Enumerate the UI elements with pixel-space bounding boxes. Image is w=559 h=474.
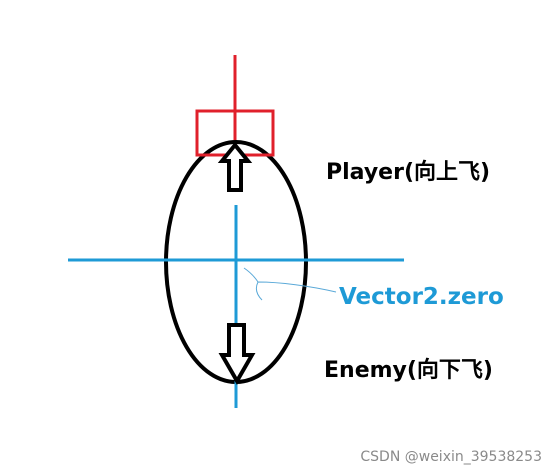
arrow-up-icon [217, 141, 253, 192]
watermark: CSDN @weixin_39538253 [360, 449, 542, 465]
enemy-label: Enemy(向下飞) [324, 358, 493, 383]
arrow-down-icon [218, 323, 256, 386]
player-label: Player(向上飞) [326, 160, 491, 185]
origin-pointer [255, 281, 337, 301]
origin-pointer-head [243, 267, 259, 283]
origin-label: Vector2.zero [339, 284, 504, 310]
